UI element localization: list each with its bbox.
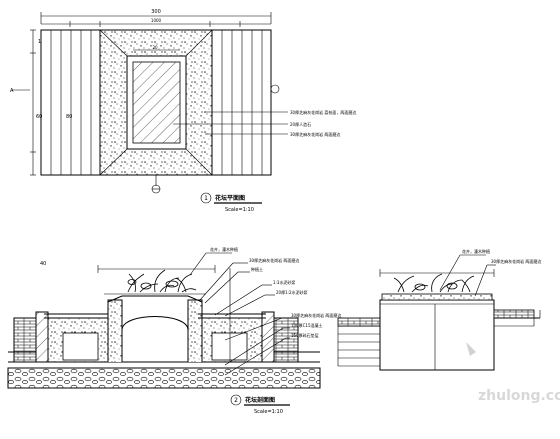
section-title-scale: Scale=1:10 <box>254 409 283 415</box>
section-view: 40 <box>7 246 341 415</box>
side-right-steps <box>493 309 541 327</box>
section-plants <box>127 269 197 293</box>
plan-note-1: 30厚芝麻灰花岗岩 荔枝面，两面磨边 <box>290 109 356 115</box>
side-left-steps <box>337 317 381 367</box>
svg-text:2: 2 <box>234 397 238 404</box>
section-note-5: 20厚1:2水泥砂浆 <box>276 289 308 295</box>
plan-title: 1 花坛平面图 Scale=1:10 <box>200 192 262 213</box>
section-title-label: 花坛剖面图 <box>245 396 275 404</box>
side-planter-body <box>379 299 495 371</box>
svg-text:1: 1 <box>204 195 208 202</box>
section-note-8: 150厚碎石垫层 <box>291 332 319 338</box>
side-elevation: 花卉，灌木种植 30厚芝麻灰花岗岩 两面磨边 <box>337 248 541 371</box>
dim-left-c: 80 <box>66 114 72 120</box>
svg-text:A: A <box>10 88 14 94</box>
watermark-text: zhulong.com <box>478 388 560 404</box>
plan-title-label: 花坛平面图 <box>215 194 245 202</box>
plan-note-3: 30厚芝麻灰花岗岩 两面磨边 <box>290 131 340 137</box>
section-note-4: 1:3水泥砂浆 <box>273 279 295 285</box>
side-note-2: 30厚芝麻灰花岗岩 两面磨边 <box>491 258 541 264</box>
plan-right-planks <box>211 30 263 175</box>
section-note-6: 30厚芝麻灰花岗岩 两面磨边 <box>291 312 341 318</box>
section-note-2: 30厚芝麻灰花岗岩 两面磨边 <box>249 257 299 263</box>
dim-top-inner: 1000 <box>151 18 162 23</box>
svg-text:20: 20 <box>152 45 158 50</box>
watermark: zhulong.com <box>466 342 560 404</box>
section-leaders <box>189 252 290 376</box>
side-plants <box>393 273 475 293</box>
plan-title-scale: Scale=1:10 <box>225 207 254 213</box>
plan-note-2: 20厚人造石 <box>290 121 311 127</box>
section-title: 2 花坛剖面图 Scale=1:10 <box>230 394 290 415</box>
dim-left-b: 60 <box>36 114 42 120</box>
dim-left-a: 1 <box>38 39 41 45</box>
dim-top-total: 300 <box>151 9 161 15</box>
plan-view: 300 1000 1 60 80 A <box>10 9 356 213</box>
plan-left-planks <box>50 30 101 175</box>
section-note-7: 100厚C15混凝土 <box>291 322 323 328</box>
section-note-3: 种植土 <box>251 266 263 272</box>
plan-planting-bed <box>132 61 181 144</box>
section-gravel-base <box>7 367 321 389</box>
side-note-1: 花卉，灌木种植 <box>462 248 490 254</box>
svg-text:40: 40 <box>40 261 46 267</box>
section-note-1: 花卉，灌木种植 <box>210 246 238 252</box>
